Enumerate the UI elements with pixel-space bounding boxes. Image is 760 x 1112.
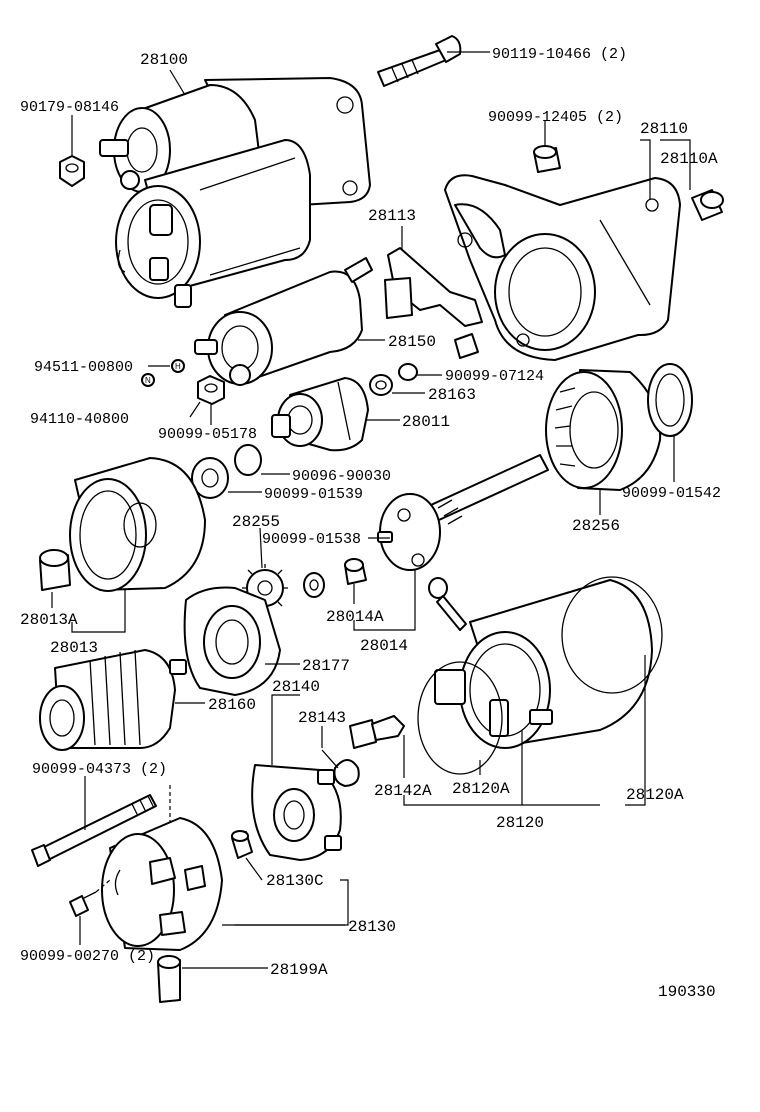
through-bolt-90099-04373 [31,794,157,867]
bushing-28163 [369,374,393,396]
label-90099-07124: 90099-07124 [445,368,544,385]
yoke-28013 [69,457,206,592]
label-28113: 28113 [368,207,416,225]
internal-gear-28177 [183,586,281,696]
brush-holder-28140 [251,764,342,861]
bushing-28013A [39,549,71,591]
output-shaft-28014 [377,454,549,571]
label-28150: 28150 [388,333,436,351]
label-28256: 28256 [572,517,620,535]
label-28014A: 28014A [326,608,384,626]
gasket-90099-01542 [647,363,693,437]
label-90179-08146: 90179-08146 [20,99,119,116]
end-frame-28130 [101,817,223,951]
marker-n-text: N [145,376,151,385]
nut-94110-40800 [197,375,225,405]
label-28160: 28160 [208,696,256,714]
label-90099-01542: 90099-01542 [622,485,721,502]
bushing-28110A [691,189,724,221]
washer-90099-01538 [303,572,325,598]
part-labels: 28100 90119-10466 (2) 90179-08146 90099-… [20,46,721,1001]
snap-ring-90096-90030 [234,444,262,476]
diagram-number: 190330 [658,983,716,1001]
field-coil-28120 [434,576,663,749]
cap-28199A [157,955,181,1003]
brush-spring-28143 [321,749,360,787]
starter-assembly-28100 [99,77,371,308]
marker-h-text: H [175,362,181,371]
marker-h: H [171,359,185,373]
leader-lines [51,51,691,969]
clutch-assembly-28011 [271,377,369,452]
label-28163: 28163 [428,386,476,404]
label-28120: 28120 [496,814,544,832]
label-28143: 28143 [298,709,346,727]
label-94511-00800: 94511-00800 [34,359,133,376]
label-28013A: 28013A [20,611,78,629]
drive-lever-28113 [384,247,483,359]
label-90099-01538: 90099-01538 [262,531,361,548]
brush-28142A [349,715,405,749]
label-94110-40800: 94110-40800 [30,411,129,428]
label-28142A: 28142A [374,782,432,800]
label-28110A: 28110A [660,150,718,168]
label-28199A: 28199A [270,961,328,979]
housing-28110 [444,174,681,361]
label-90096-90030: 90096-90030 [292,468,391,485]
washer-90099-01539 [191,457,229,499]
label-90099-01539: 90099-01539 [264,486,363,503]
label-28130: 28130 [348,918,396,936]
marker-n: N [141,373,155,387]
magnetic-switch-28150 [194,257,373,386]
label-28110: 28110 [640,120,688,138]
screw-guide-line [95,879,111,893]
label-90099-05178: 90099-05178 [158,426,257,443]
label-28120A-right: 28120A [626,786,684,804]
label-90099-12405: 90099-12405 (2) [488,109,623,126]
nut-90179-08146 [59,155,85,187]
bolt-90119-10466 [377,35,462,87]
label-28130C: 28130C [266,872,324,890]
label-90099-04373: 90099-04373 (2) [32,761,167,778]
ring-gear-28256 [545,369,662,491]
label-28177: 28177 [302,657,350,675]
bushing-28014A [344,558,367,585]
label-28120A-left: 28120A [452,780,510,798]
label-90099-00270: 90099-00270 (2) [20,948,155,965]
label-28255: 28255 [232,513,280,531]
bushing-90099-12405 [533,145,561,173]
label-90119-10466: 90119-10466 (2) [492,46,627,63]
label-28100: 28100 [140,51,188,69]
armature-28160 [39,649,187,751]
label-28014: 28014 [360,637,408,655]
terminal-bolt [428,577,467,631]
label-28011: 28011 [402,413,450,431]
label-28140: 28140 [272,678,320,696]
label-28013: 28013 [50,639,98,657]
clip-90099-07124 [398,363,418,381]
o-ring-28120A-left [417,661,503,775]
bolt-28130C [231,830,253,859]
screw-90099-00270 [69,891,97,917]
